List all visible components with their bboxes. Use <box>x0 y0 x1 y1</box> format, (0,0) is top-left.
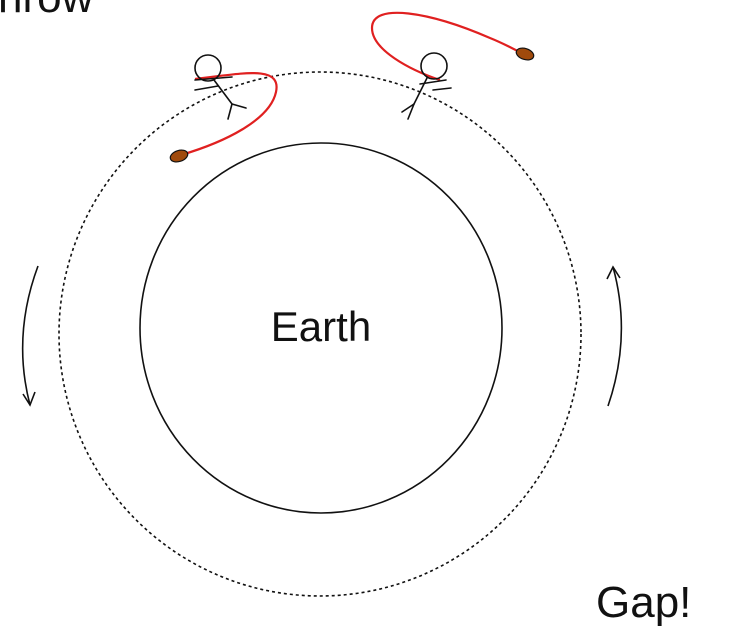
right-ball-icon <box>515 47 535 61</box>
right-person-icon <box>401 52 452 120</box>
right-throw-trajectory <box>370 11 523 82</box>
earth-circle <box>139 142 503 514</box>
gap-label: Gap! <box>596 578 691 627</box>
right-rotation-arrow-icon <box>606 265 623 407</box>
orbit-path <box>58 71 582 597</box>
earth-label: Earth <box>271 303 371 350</box>
caption-top-left: hrow <box>0 0 94 22</box>
left-rotation-arrow-icon <box>21 265 39 407</box>
left-throw-trajectory <box>180 72 278 157</box>
left-person-icon <box>194 54 247 120</box>
left-ball-icon <box>169 149 189 163</box>
